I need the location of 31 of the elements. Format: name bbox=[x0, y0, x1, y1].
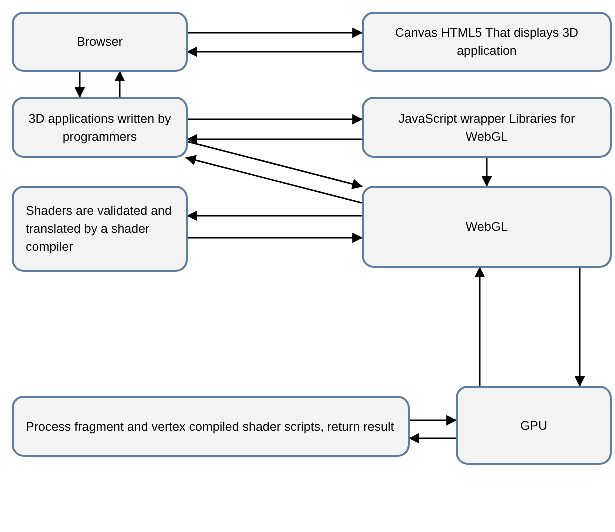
arrow bbox=[188, 232, 364, 244]
arrow bbox=[574, 268, 586, 388]
box-text: 3D applications written by programmers bbox=[28, 110, 172, 146]
arrow bbox=[188, 28, 364, 38]
arrow bbox=[185, 155, 362, 204]
arrow bbox=[410, 415, 458, 426]
arrow bbox=[186, 210, 362, 222]
box-text: Shaders are validated and translated by a shader compiler bbox=[26, 203, 173, 256]
process-box bbox=[362, 12, 612, 72]
process-box bbox=[12, 97, 188, 158]
arrow bbox=[186, 134, 362, 145]
box-text: Canvas HTML5 That displays 3D application bbox=[394, 25, 580, 60]
box-text: Process fragment and vertex compiled shader scripts, return result bbox=[26, 418, 394, 436]
box-text: Browser bbox=[77, 34, 123, 51]
process-box bbox=[12, 396, 410, 457]
arrow bbox=[482, 158, 492, 188]
arrow bbox=[114, 70, 126, 97]
box-text: JavaScript wrapper Libraries for WebGL bbox=[398, 110, 576, 146]
arrow bbox=[188, 141, 364, 190]
arrow bbox=[474, 266, 486, 386]
box-text: GPU bbox=[520, 418, 548, 434]
process-box bbox=[456, 386, 612, 465]
arrow bbox=[188, 114, 364, 125]
arrow bbox=[408, 433, 456, 444]
process-box bbox=[12, 186, 188, 272]
process-box bbox=[362, 186, 612, 268]
process-box bbox=[12, 12, 188, 72]
arrow bbox=[186, 46, 362, 58]
process-box bbox=[362, 97, 612, 158]
arrow bbox=[74, 72, 86, 98]
box-text: WebGL bbox=[466, 219, 508, 236]
